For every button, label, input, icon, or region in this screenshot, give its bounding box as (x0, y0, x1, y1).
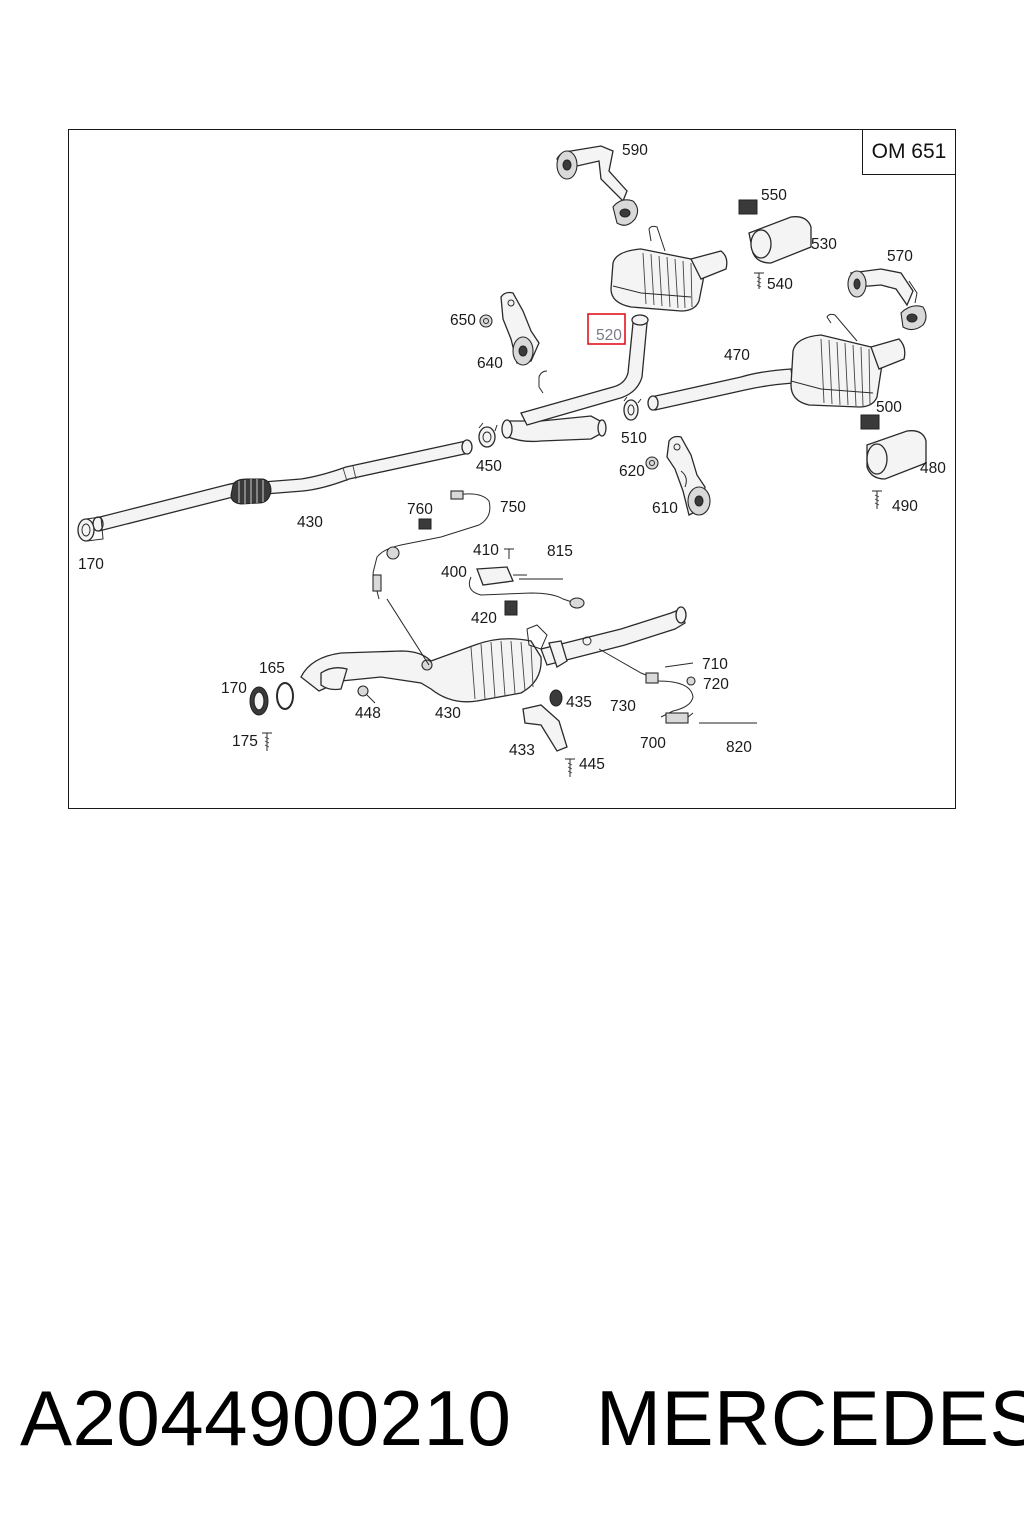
brand-name: MERCEDES (596, 1374, 1024, 1462)
clip-500 (860, 414, 880, 430)
label-400: 400 (441, 564, 467, 581)
part-number: A2044900210 (20, 1374, 512, 1462)
nut-650 (479, 314, 493, 328)
label-590: 590 (622, 142, 648, 159)
clamp-450 (478, 422, 498, 448)
label-550: 550 (761, 187, 787, 204)
sensor-750 (372, 490, 491, 600)
y-pipe-520 (501, 314, 649, 443)
bracket-640 (500, 291, 540, 366)
screw-410 (504, 548, 514, 559)
label-750: 750 (500, 499, 526, 516)
engine-code-label: OM 651 (862, 129, 956, 175)
label-450: 450 (476, 458, 502, 475)
label-620: 620 (619, 463, 645, 480)
label-520: 520 (596, 327, 622, 344)
label-430-upper: 430 (297, 514, 323, 531)
label-430-lower: 430 (435, 705, 461, 722)
label-610: 610 (652, 500, 678, 517)
clamp-170-lower (249, 686, 269, 716)
hanger-570 (847, 268, 927, 331)
tailpipe-470 (647, 368, 794, 411)
clip-760 (418, 518, 432, 530)
label-175: 175 (232, 733, 258, 750)
label-433: 433 (509, 742, 535, 759)
sensor-700 (598, 648, 696, 724)
dpf-430 (300, 606, 687, 703)
exhaust-system-diagram: OM 651 (68, 129, 956, 809)
damper-435 (549, 689, 563, 707)
bolt-448 (357, 685, 376, 704)
label-710: 710 (702, 656, 728, 673)
muffler-right (790, 313, 906, 408)
label-650: 650 (450, 312, 476, 329)
label-480: 480 (920, 460, 946, 477)
label-530: 530 (811, 236, 837, 253)
label-170-lower: 170 (221, 680, 247, 697)
leader-lines (386, 578, 757, 724)
screw-540 (754, 272, 764, 289)
label-540: 540 (767, 276, 793, 293)
clamp-170-upper (77, 516, 104, 542)
label-165: 165 (259, 660, 285, 677)
label-640: 640 (477, 355, 503, 372)
bracket-433 (522, 624, 568, 752)
label-730: 730 (610, 698, 636, 715)
part-labels: 590 550 530 570 540 650 520 640 470 500 … (78, 142, 946, 773)
label-720: 720 (703, 676, 729, 693)
nut-620 (645, 456, 659, 470)
label-815: 815 (547, 543, 573, 560)
flex-joint (230, 478, 272, 505)
label-570: 570 (887, 248, 913, 265)
washer-720 (686, 676, 696, 686)
hanger-590 (556, 145, 639, 226)
bracket-610 (666, 435, 711, 516)
label-435: 435 (566, 694, 592, 711)
tail-trim-530 (748, 216, 812, 264)
label-470: 470 (724, 347, 750, 364)
highlight-box-520 (587, 313, 626, 345)
bolt-710 (664, 662, 694, 668)
label-500: 500 (876, 399, 902, 416)
label-700: 700 (640, 735, 666, 752)
label-490: 490 (892, 498, 918, 515)
label-170-upper: 170 (78, 556, 104, 573)
bolt-445 (565, 758, 575, 777)
clamp-510 (623, 396, 642, 421)
label-448: 448 (355, 705, 381, 722)
label-410: 410 (473, 542, 499, 559)
tail-trim-480 (866, 430, 927, 480)
clip-420 (504, 600, 518, 616)
label-820: 820 (726, 739, 752, 756)
seal-165 (276, 682, 294, 710)
exhaust-drawing: 590 550 530 570 540 650 520 640 470 500 … (77, 142, 946, 777)
label-760: 760 (407, 501, 433, 518)
screw-490 (872, 490, 882, 509)
clip-550 (738, 199, 758, 215)
bolt-175 (262, 732, 272, 751)
footer: A2044900210 MERCEDES (0, 1370, 1024, 1470)
label-510: 510 (621, 430, 647, 447)
label-420: 420 (471, 610, 497, 627)
label-445: 445 (579, 756, 605, 773)
nox-sensor-400 (468, 548, 585, 616)
muffler-left (610, 225, 728, 312)
